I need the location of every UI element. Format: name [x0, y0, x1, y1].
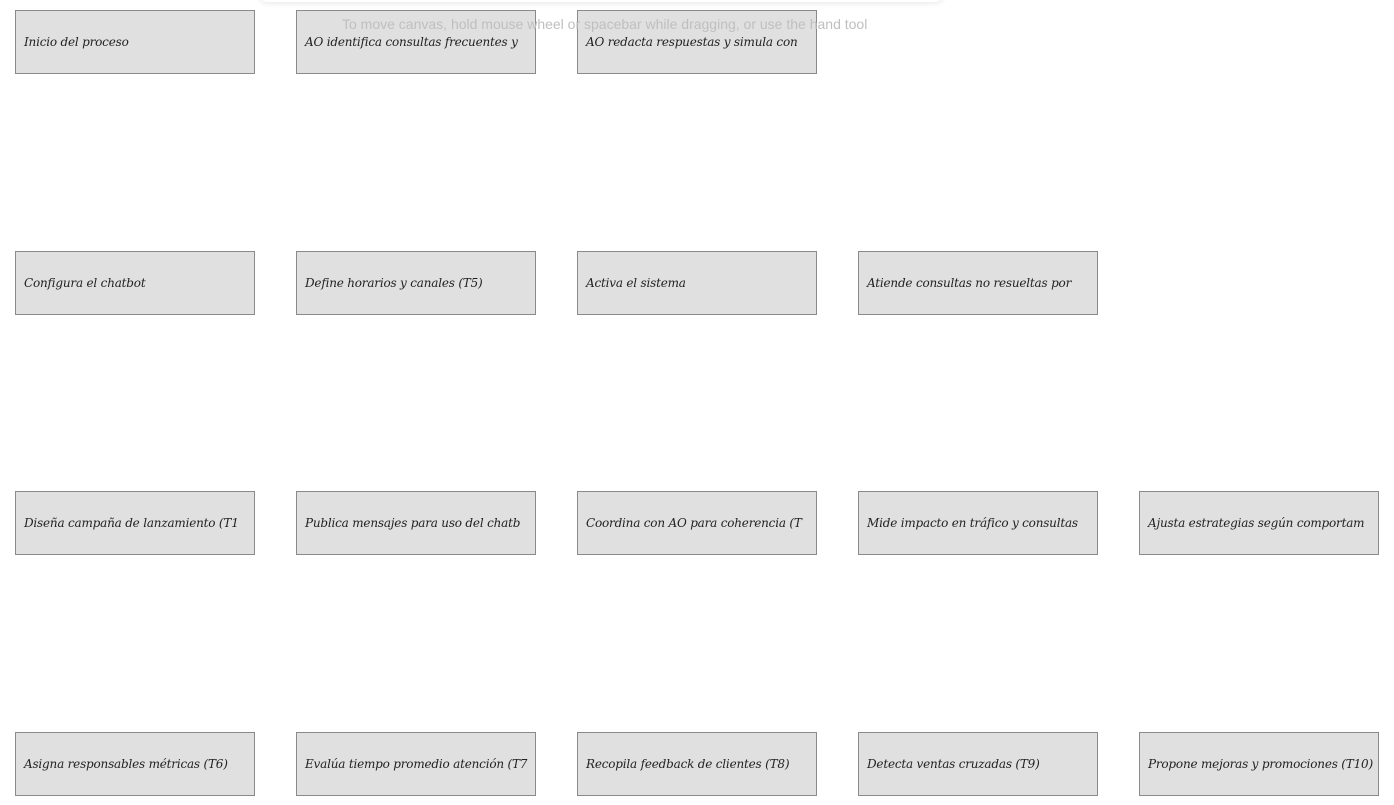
node-disena-campana[interactable]: Diseña campaña de lanzamiento (T1	[15, 491, 255, 555]
node-label: Asigna responsables métricas (T6)	[24, 757, 228, 771]
node-detecta-ventas[interactable]: Detecta ventas cruzadas (T9)	[858, 732, 1098, 796]
node-mide-impacto[interactable]: Mide impacto en tráfico y consultas	[858, 491, 1098, 555]
node-ajusta-estrategias[interactable]: Ajusta estrategias según comportam	[1139, 491, 1379, 555]
node-label: Diseña campaña de lanzamiento (T1	[24, 516, 239, 530]
node-label: Detecta ventas cruzadas (T9)	[867, 757, 1040, 771]
node-label: Ajusta estrategias según comportam	[1148, 516, 1365, 530]
node-evalua-tiempo[interactable]: Evalúa tiempo promedio atención (T7	[296, 732, 536, 796]
node-ao-redacta-respuestas[interactable]: AO redacta respuestas y simula con	[577, 10, 817, 74]
node-label: Evalúa tiempo promedio atención (T7	[305, 757, 528, 771]
node-configura-chatbot[interactable]: Configura el chatbot	[15, 251, 255, 315]
node-asigna-responsables[interactable]: Asigna responsables métricas (T6)	[15, 732, 255, 796]
node-ao-identifica-consultas[interactable]: AO identifica consultas frecuentes y	[296, 10, 536, 74]
node-coordina-con-ao[interactable]: Coordina con AO para coherencia (T	[577, 491, 817, 555]
toolbar-edge	[258, 0, 944, 2]
node-propone-mejoras[interactable]: Propone mejoras y promociones (T10)	[1139, 732, 1379, 796]
node-inicio-del-proceso[interactable]: Inicio del proceso	[15, 10, 255, 74]
node-label: Propone mejoras y promociones (T10)	[1148, 757, 1373, 771]
node-atiende-consultas[interactable]: Atiende consultas no resueltas por	[858, 251, 1098, 315]
node-label: Activa el sistema	[586, 276, 686, 290]
node-label: Mide impacto en tráfico y consultas	[867, 516, 1078, 530]
node-recopila-feedback[interactable]: Recopila feedback de clientes (T8)	[577, 732, 817, 796]
node-label: AO identifica consultas frecuentes y	[305, 35, 518, 49]
node-label: Inicio del proceso	[24, 35, 129, 49]
node-label: Coordina con AO para coherencia (T	[586, 516, 802, 530]
node-label: Atiende consultas no resueltas por	[867, 276, 1072, 290]
node-label: Recopila feedback de clientes (T8)	[586, 757, 790, 771]
node-label: Publica mensajes para uso del chatb	[305, 516, 521, 530]
node-publica-mensajes[interactable]: Publica mensajes para uso del chatb	[296, 491, 536, 555]
node-label: AO redacta respuestas y simula con	[586, 35, 798, 49]
node-activa-sistema[interactable]: Activa el sistema	[577, 251, 817, 315]
node-label: Define horarios y canales (T5)	[305, 276, 483, 290]
node-label: Configura el chatbot	[24, 276, 146, 290]
node-define-horarios[interactable]: Define horarios y canales (T5)	[296, 251, 536, 315]
